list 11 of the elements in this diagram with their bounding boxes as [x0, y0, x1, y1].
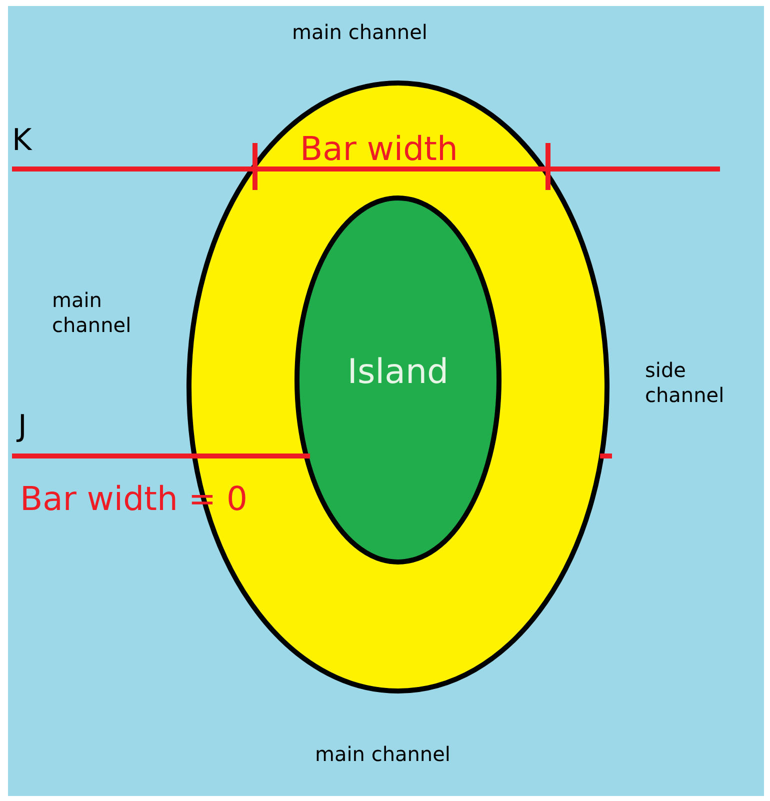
section-letter: K — [12, 122, 32, 160]
channel-label: main channel — [52, 288, 132, 338]
dimension-label: Bar width — [300, 128, 458, 170]
section-letter: J — [18, 408, 27, 446]
channel-label: main channel — [292, 20, 428, 45]
island-label: Island — [346, 352, 450, 392]
sand-bar-ellipse — [186, 80, 610, 694]
channel-label: side channel — [645, 358, 726, 408]
island-ellipse — [294, 195, 502, 565]
dimension-label: Bar width = 0 — [20, 478, 248, 520]
channel-label: main channel — [315, 742, 450, 767]
